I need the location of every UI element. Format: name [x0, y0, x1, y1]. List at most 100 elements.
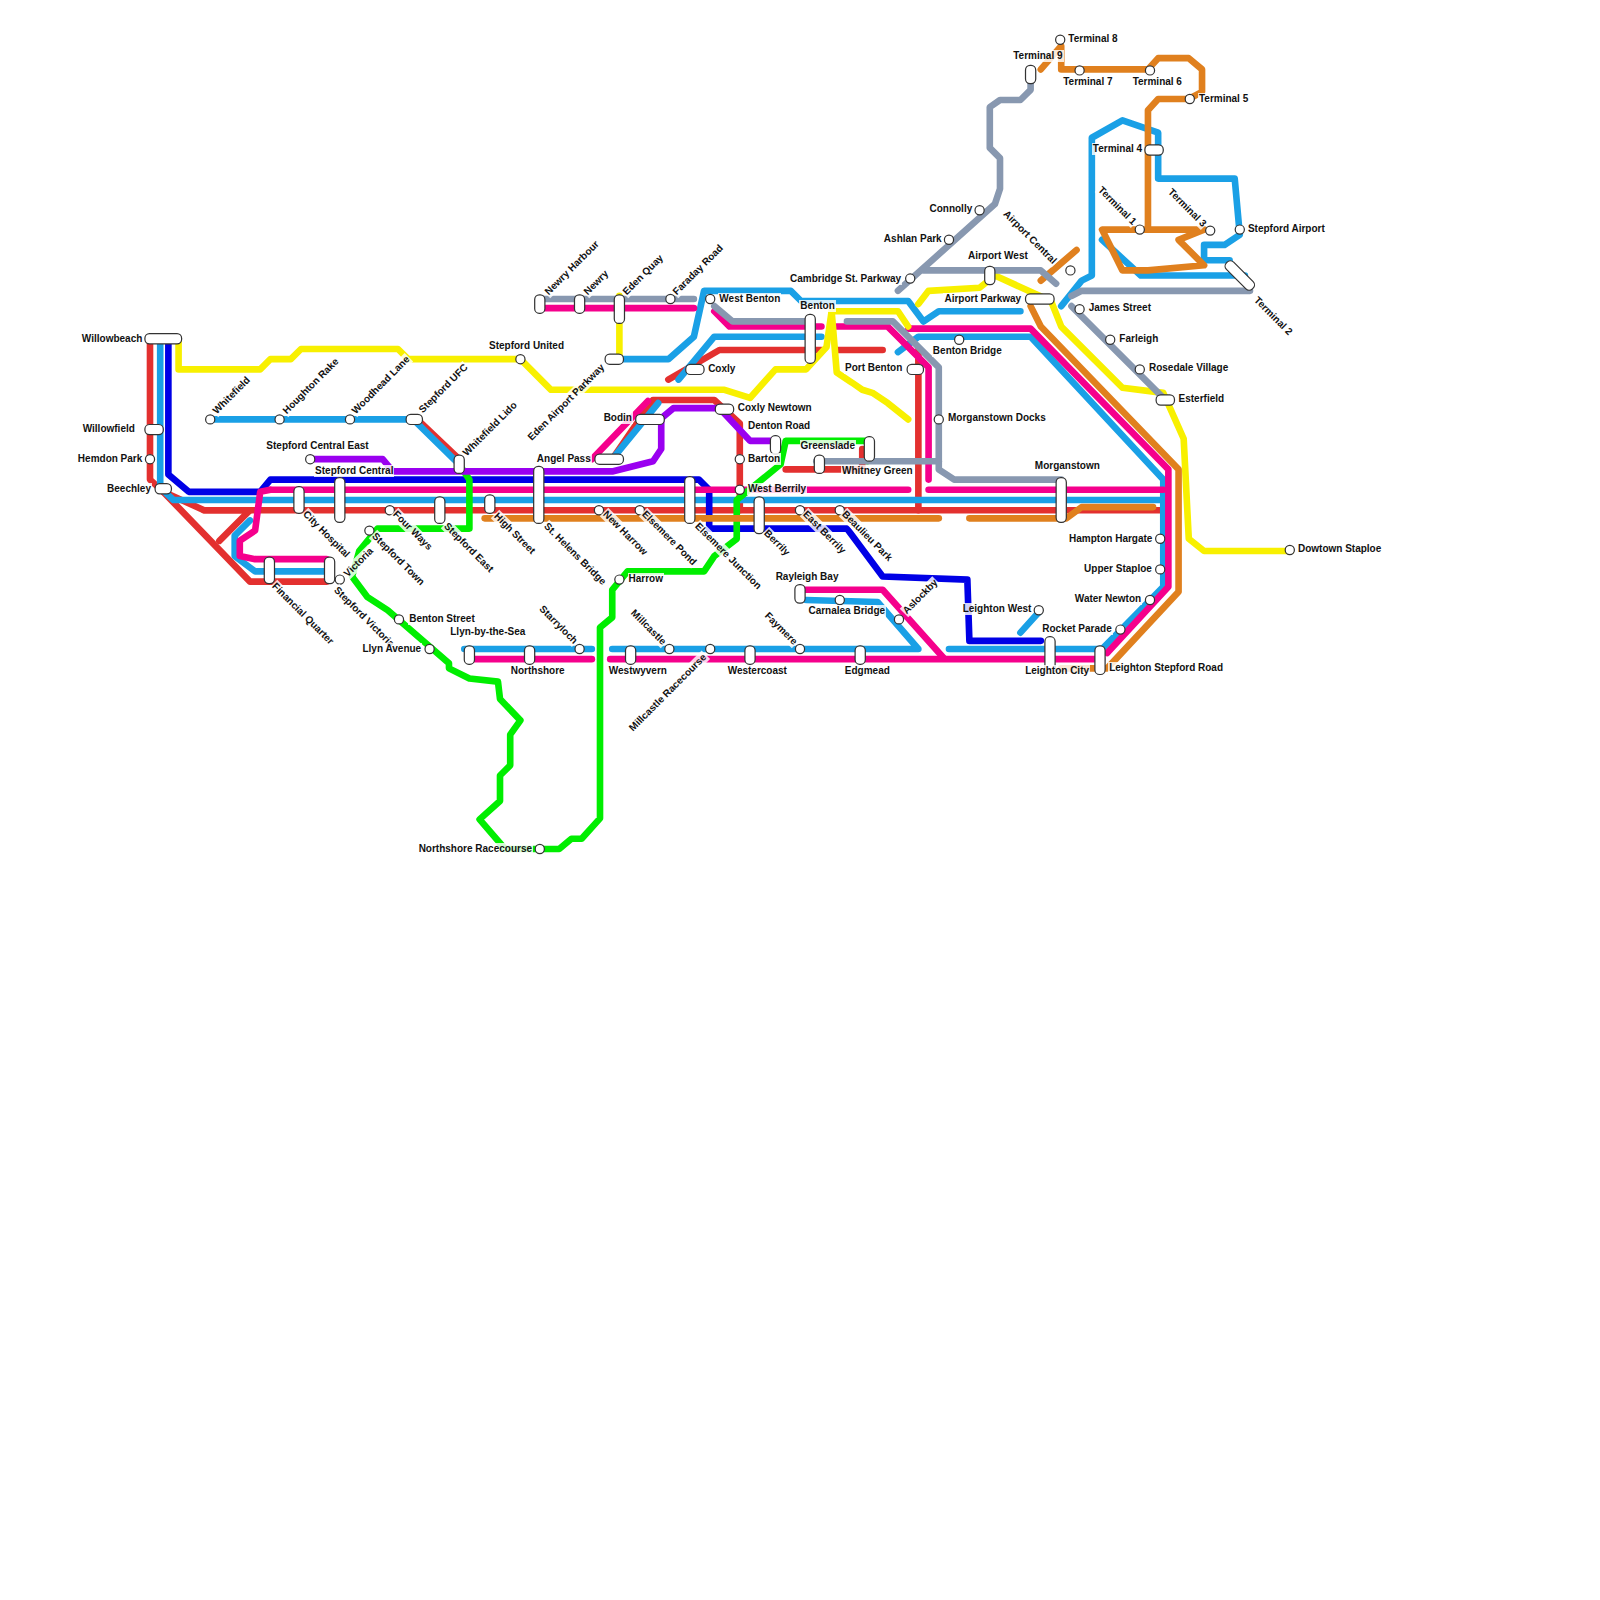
station-label: Willowbeach	[81, 333, 143, 345]
station-marker	[626, 646, 636, 664]
rail-line	[160, 339, 1163, 500]
rail-line	[908, 329, 1168, 653]
station-label: Leighton West	[962, 603, 1033, 615]
station-label: Elsemere Pond	[639, 508, 700, 569]
station-label: St. Helens Bridge	[541, 520, 609, 588]
station-label: Terminal 5	[1198, 93, 1249, 105]
station-label: West Berrily	[747, 483, 807, 495]
rail-line	[352, 441, 867, 849]
station-label: Whitney Green	[841, 465, 914, 477]
station-marker	[814, 455, 824, 473]
station-label: Harrow	[628, 573, 664, 585]
station-label: Upper Staploe	[1083, 563, 1153, 575]
rail-line	[668, 350, 821, 380]
station-label: Coxly	[707, 363, 736, 375]
station-label: Starryloch	[535, 602, 580, 647]
station-marker	[907, 364, 923, 374]
station-marker	[745, 646, 755, 664]
station-marker	[1145, 145, 1163, 155]
station-label: Hampton Hargate	[1068, 533, 1153, 545]
station-label: Willowfield	[82, 423, 136, 435]
station-label: Farleigh	[1118, 333, 1159, 345]
station-label: High Street	[491, 510, 539, 558]
rail-line	[679, 337, 822, 380]
station-label: Bodin	[603, 412, 633, 424]
station-label: Millcastle Racecourse	[626, 651, 710, 735]
station-label: Carnalea Bridge	[807, 605, 886, 617]
station-marker	[605, 354, 623, 364]
station-label: Elsemere Junction	[692, 520, 765, 593]
station-marker	[335, 575, 344, 584]
station-label: Beaulieu Park	[839, 508, 896, 565]
station-marker	[975, 206, 984, 215]
station-label: James Street	[1088, 302, 1152, 314]
station-marker	[1156, 395, 1174, 405]
station-label: Beechley	[106, 483, 152, 495]
station-label: Denton Road	[747, 420, 811, 432]
station-marker	[614, 295, 624, 324]
station-marker	[770, 436, 780, 454]
rail-line	[1031, 306, 1179, 668]
station-label: Ashlan Park	[883, 233, 943, 245]
station-marker	[324, 557, 334, 584]
station-label: Stepford Airport	[1247, 223, 1326, 235]
station-label: Terminal 8	[1067, 33, 1118, 45]
station-marker	[1066, 266, 1075, 275]
station-marker	[394, 615, 403, 624]
rail-line	[929, 486, 1164, 493]
station-label: Terminal 3	[1165, 185, 1210, 230]
station-marker	[805, 314, 815, 363]
station-marker	[1075, 66, 1084, 75]
station-marker	[666, 294, 675, 303]
station-label: Morganstown Docks	[947, 412, 1047, 424]
station-marker	[1135, 225, 1144, 234]
station-label: Rocket Parade	[1041, 623, 1112, 635]
station-marker	[944, 235, 953, 244]
station-label: Morganstown	[1034, 460, 1101, 472]
station-marker	[1095, 646, 1105, 675]
station-marker	[955, 335, 964, 344]
station-label: Terminal 1	[1094, 184, 1139, 229]
station-label: Financial Quarter	[269, 579, 337, 647]
station-marker	[145, 455, 154, 464]
station-label: Houghton Rake	[279, 355, 341, 417]
station-label: Northshore	[510, 665, 566, 677]
rail-line	[847, 321, 1061, 479]
station-label: Stepford Victoria	[330, 584, 397, 651]
station-marker	[906, 274, 915, 283]
rail-line	[168, 339, 1040, 641]
station-label: Dowtown Staploe	[1297, 543, 1382, 555]
station-marker	[155, 484, 171, 494]
station-label: Whitefield Lido	[460, 399, 521, 460]
station-marker	[686, 364, 704, 374]
station-marker	[1026, 294, 1055, 304]
station-label: Angel Pass	[536, 453, 592, 465]
station-marker	[145, 334, 182, 344]
rail-line	[204, 507, 1163, 514]
station-label: Hemdon Park	[77, 453, 143, 465]
station-marker	[1116, 625, 1125, 634]
station-marker	[535, 844, 544, 853]
station-label: Terminal 6	[1132, 76, 1183, 88]
station-marker	[535, 295, 545, 313]
station-marker	[595, 454, 624, 464]
station-marker	[1056, 478, 1066, 523]
station-marker	[406, 414, 422, 424]
map-layer	[145, 35, 1294, 853]
station-label: Berrily	[761, 526, 793, 558]
station-marker	[206, 415, 215, 424]
station-marker	[275, 415, 284, 424]
rail-line	[1020, 612, 1038, 632]
station-marker	[575, 644, 584, 653]
station-marker	[1285, 545, 1294, 554]
station-label: Connolly	[928, 203, 973, 215]
station-marker	[1156, 565, 1165, 574]
station-label: Millcastle	[628, 606, 670, 648]
station-label: Coxly Newtown	[737, 402, 813, 414]
station-marker	[1185, 94, 1194, 103]
station-label: Stepford United	[488, 340, 565, 352]
rail-line	[816, 458, 938, 465]
station-label: Westwyvern	[608, 665, 668, 677]
station-label: Whitefield	[210, 374, 254, 418]
